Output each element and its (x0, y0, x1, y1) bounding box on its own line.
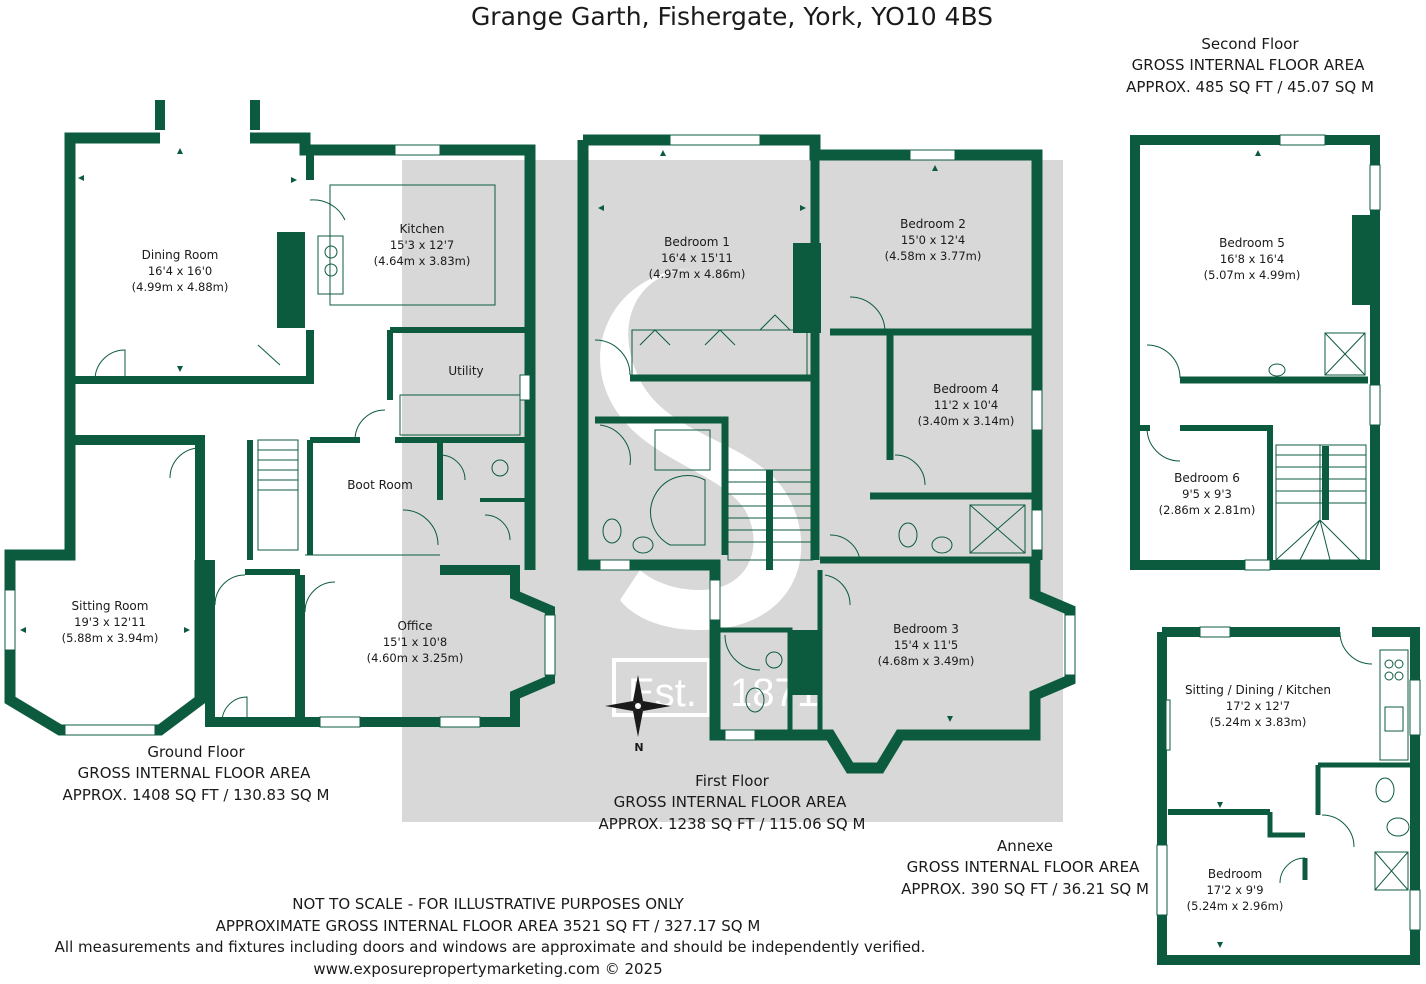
room-bed1-name: Bedroom 1 (664, 235, 730, 249)
second-floor: Bedroom 5 16'8 x 16'4 (5.07m x 4.99m) Be… (1126, 35, 1381, 571)
second-floor-name: Second Floor (1201, 35, 1299, 53)
room-utility-name: Utility (448, 364, 483, 378)
room-dining-imperial: 16'4 x 16'0 (148, 264, 212, 278)
room-bed2-imperial: 15'0 x 12'4 (901, 233, 965, 247)
ground-floor-area-label: GROSS INTERNAL FLOOR AREA (78, 764, 311, 782)
room-office-metric: (4.60m x 3.25m) (367, 651, 464, 665)
room-kitchen-metric: (4.64m x 3.83m) (374, 254, 471, 268)
room-dining-name: Dining Room (142, 248, 219, 262)
room-annexe-bed-metric: (5.24m x 2.96m) (1187, 899, 1284, 913)
footer-measurements-note: All measurements and fixtures including … (55, 938, 926, 956)
room-kitchen-name: Kitchen (399, 222, 444, 236)
room-bed2-metric: (4.58m x 3.77m) (885, 249, 982, 263)
plan-title: Grange Garth, Fishergate, York, YO10 4BS (471, 2, 993, 31)
room-bed3-name: Bedroom 3 (893, 622, 959, 636)
room-bed4-name: Bedroom 4 (933, 382, 999, 396)
room-bed4-imperial: 11'2 x 10'4 (934, 398, 998, 412)
second-floor-area-value: APPROX. 485 SQ FT / 45.07 SQ M (1126, 78, 1374, 96)
room-annexe-living-name: Sitting / Dining / Kitchen (1185, 683, 1331, 697)
annexe-area-value: APPROX. 390 SQ FT / 36.21 SQ M (901, 880, 1149, 898)
room-annexe-living-metric: (5.24m x 3.83m) (1210, 715, 1307, 729)
room-bed6-metric: (2.86m x 2.81m) (1159, 503, 1256, 517)
footer-total-area: APPROXIMATE GROSS INTERNAL FLOOR AREA 35… (216, 917, 761, 935)
room-annexe-bed-imperial: 17'2 x 9'9 (1206, 883, 1263, 897)
room-bed6-imperial: 9'5 x 9'3 (1182, 487, 1232, 501)
room-annexe-living-imperial: 17'2 x 12'7 (1226, 699, 1290, 713)
room-bed3-metric: (4.68m x 3.49m) (878, 654, 975, 668)
ground-floor: Dining Room 16'4 x 16'0 (4.99m x 4.88m) … (4, 100, 556, 804)
dimension-arrows (20, 148, 1261, 948)
room-dining-metric: (4.99m x 4.88m) (132, 280, 229, 294)
first-floor-name: First Floor (695, 772, 769, 790)
room-bed1-imperial: 16'4 x 15'11 (661, 251, 733, 265)
footer-disclaimer: NOT TO SCALE - FOR ILLUSTRATIVE PURPOSES… (292, 895, 684, 913)
room-kitchen-imperial: 15'3 x 12'7 (390, 238, 454, 252)
room-sitting-metric: (5.88m x 3.94m) (62, 631, 159, 645)
room-bed3-imperial: 15'4 x 11'5 (894, 638, 958, 652)
compass-label: N (634, 741, 643, 754)
room-sitting-name: Sitting Room (72, 599, 149, 613)
room-bed6-name: Bedroom 6 (1174, 471, 1240, 485)
annexe: Sitting / Dining / Kitchen 17'2 x 12'7 (… (901, 626, 1421, 965)
ground-floor-name: Ground Floor (147, 743, 245, 761)
room-boot-name: Boot Room (347, 478, 413, 492)
room-office-imperial: 15'1 x 10'8 (383, 635, 447, 649)
room-bed2-name: Bedroom 2 (900, 217, 966, 231)
first-floor: Bedroom 1 16'4 x 15'11 (4.97m x 4.86m) B… (577, 134, 1076, 833)
second-floor-area-label: GROSS INTERNAL FLOOR AREA (1132, 56, 1365, 74)
room-annexe-bed-name: Bedroom (1208, 867, 1262, 881)
compass-icon (605, 675, 671, 737)
annexe-name: Annexe (997, 837, 1053, 855)
first-floor-area-value: APPROX. 1238 SQ FT / 115.06 SQ M (599, 815, 866, 833)
room-bed1-metric: (4.97m x 4.86m) (649, 267, 746, 281)
room-bed5-name: Bedroom 5 (1219, 236, 1285, 250)
room-bed5-imperial: 16'8 x 16'4 (1220, 252, 1284, 266)
footer-website: www.exposurepropertymarketing.com © 2025 (313, 960, 662, 978)
room-bed4-metric: (3.40m x 3.14m) (918, 414, 1015, 428)
ground-floor-area-value: APPROX. 1408 SQ FT / 130.83 SQ M (63, 786, 330, 804)
first-floor-area-label: GROSS INTERNAL FLOOR AREA (614, 793, 847, 811)
room-office-name: Office (397, 619, 432, 633)
room-sitting-imperial: 19'3 x 12'11 (74, 615, 146, 629)
annexe-area-label: GROSS INTERNAL FLOOR AREA (907, 858, 1140, 876)
room-bed5-metric: (5.07m x 4.99m) (1204, 268, 1301, 282)
